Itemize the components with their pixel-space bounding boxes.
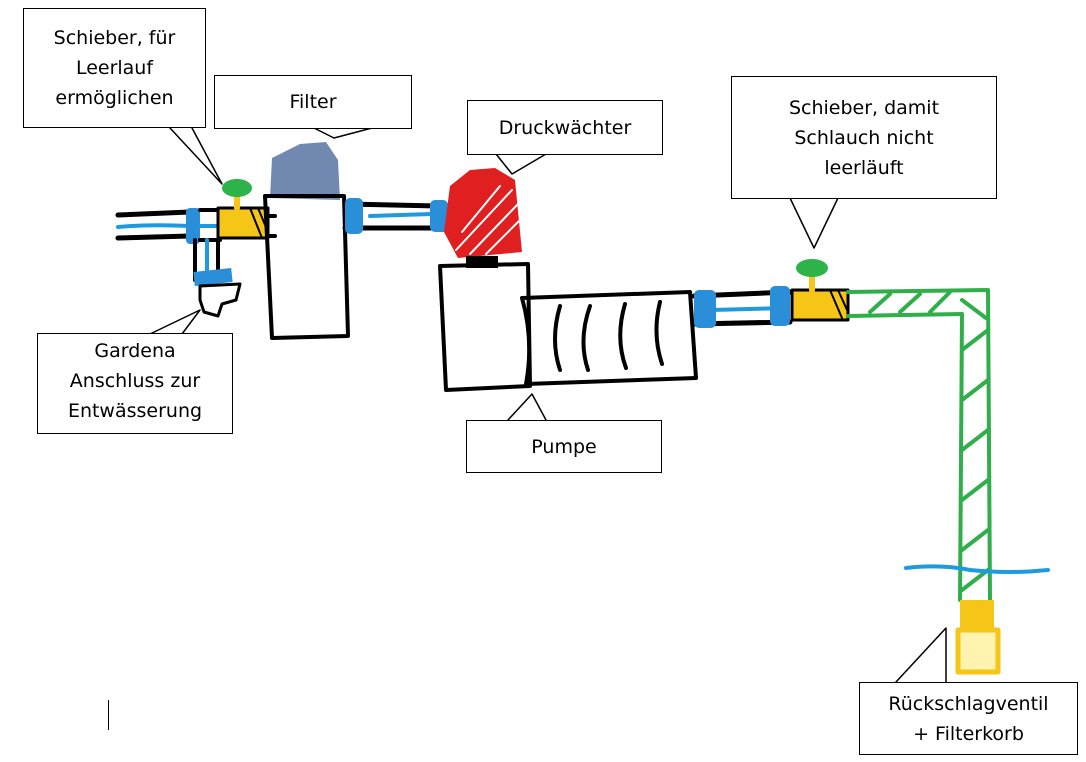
- pipe-coupling-icon: [186, 208, 200, 244]
- label-schieber-leerlauf: Schieber, für Leerlauf ermöglichen: [23, 8, 206, 128]
- label-schieber-schlauch: Schieber, damit Schlauch nicht leerläuft: [731, 76, 997, 199]
- pipe-coupling-icon: [430, 200, 448, 232]
- valve-icon: [790, 259, 850, 322]
- pump-icon: [438, 262, 698, 392]
- pipe-coupling-icon: [694, 290, 716, 328]
- pipe-coupling-icon: [770, 286, 790, 326]
- water-surface-icon: [904, 564, 1050, 574]
- pressure-switch-icon: [444, 168, 522, 268]
- label-rueckschlagventil: Rückschlagventil + Filterkorb: [859, 682, 1078, 755]
- valve-icon: [216, 179, 270, 240]
- hose-icon: [846, 288, 992, 602]
- callout-pointers: [149, 127, 947, 683]
- filter-housing-icon: [263, 142, 350, 340]
- pipe-coupling-icon: [345, 198, 363, 234]
- gardena-drain-connector: [193, 238, 242, 318]
- text-cursor: [108, 700, 109, 730]
- label-gardena: Gardena Anschluss zur Entwässerung: [37, 333, 233, 434]
- label-pumpe: Pumpe: [466, 420, 662, 473]
- check-valve-icon: [955, 600, 1001, 675]
- label-druckwaechter: Druckwächter: [467, 100, 663, 155]
- label-filter: Filter: [214, 75, 412, 129]
- inlet-pipe: [115, 209, 193, 241]
